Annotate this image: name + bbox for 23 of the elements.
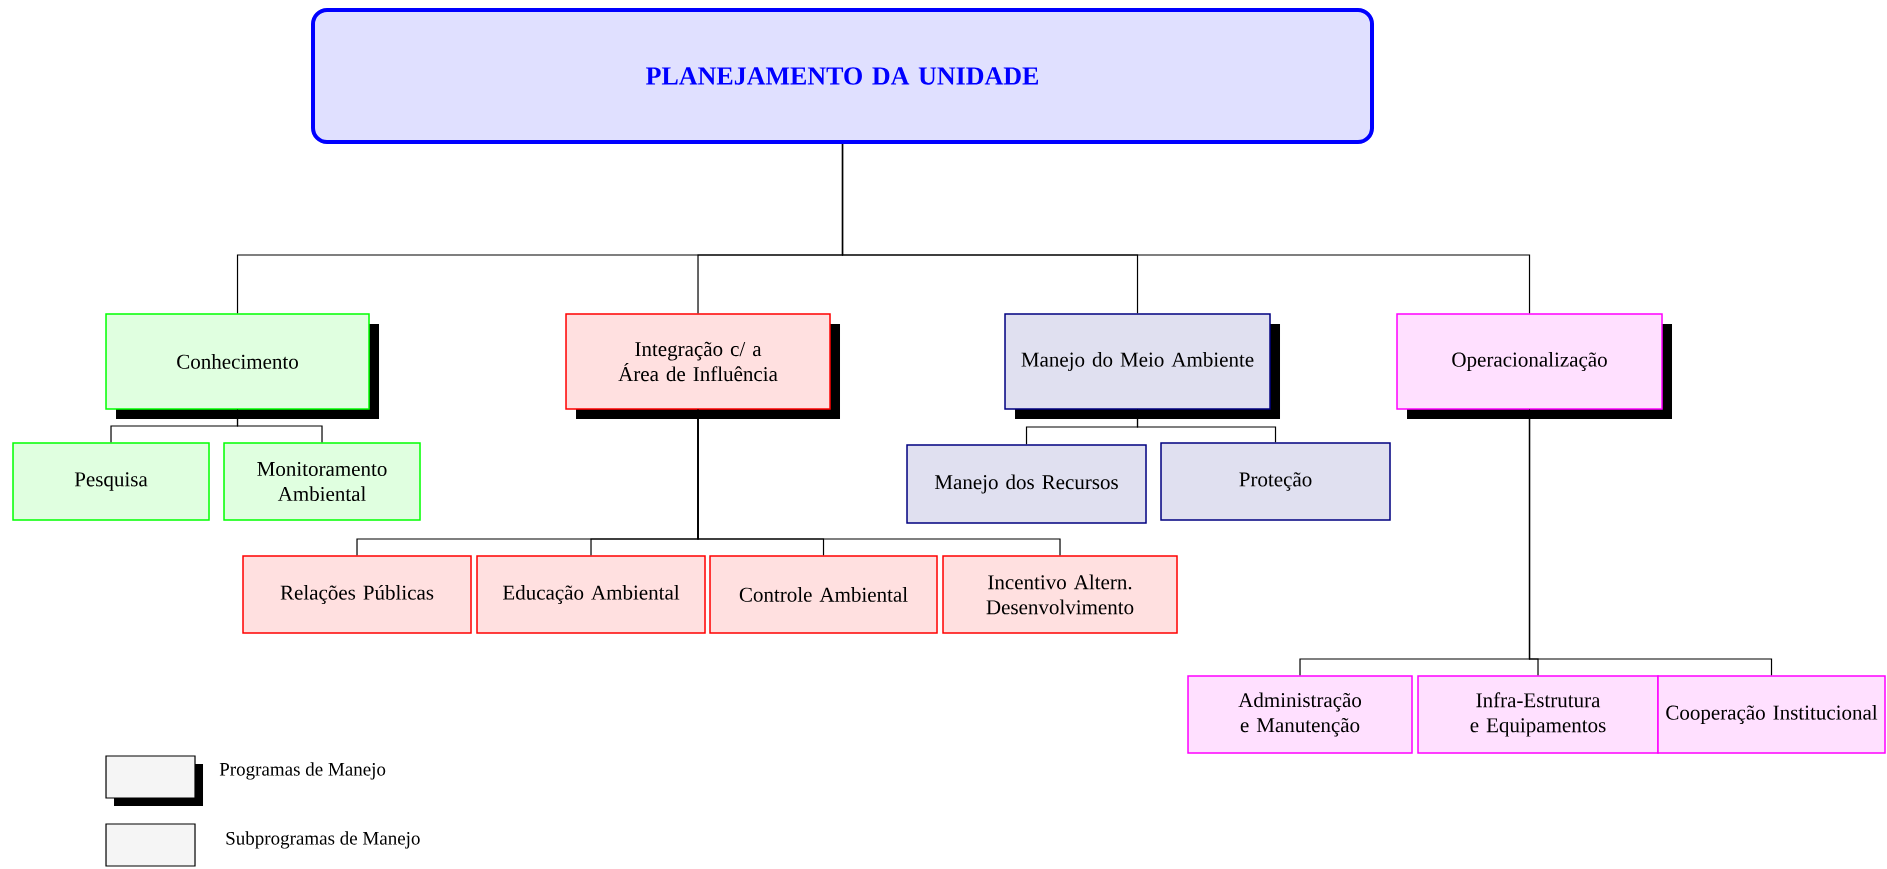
legend-item: Subprogramas de Manejo bbox=[105, 823, 420, 867]
subprogram-box: Controle Ambiental bbox=[709, 555, 938, 634]
connector bbox=[1528, 409, 1773, 676]
connector bbox=[697, 409, 1061, 556]
subprogram-box: Infra-Estrutura e Equipamentos bbox=[1417, 675, 1659, 754]
connector bbox=[236, 409, 323, 443]
subprogram-box: Cooperação Institucional bbox=[1657, 675, 1886, 754]
program-box: Operacionalização bbox=[1396, 313, 1672, 419]
program-box: Conhecimento bbox=[105, 313, 379, 419]
subprogram-box: Manejo dos Recursos bbox=[906, 444, 1147, 524]
subprogram-box: Incentivo Altern. Desenvolvimento bbox=[942, 555, 1178, 634]
subprogram-box: Relações Públicas bbox=[242, 555, 472, 634]
program-box: Integração c/ a Área de Influência bbox=[565, 313, 840, 419]
connector bbox=[1136, 409, 1277, 443]
subprogram-box: Administração e Manutenção bbox=[1187, 675, 1413, 754]
subprogram-box: Educação Ambiental bbox=[476, 555, 706, 634]
program-box: Manejo do Meio Ambiente bbox=[1004, 313, 1280, 419]
subprogram-box: Monitoramento Ambiental bbox=[223, 442, 421, 521]
legend-item: Programas de Manejo bbox=[105, 755, 386, 806]
subprogram-box: Proteção bbox=[1160, 442, 1391, 521]
subprogram-box: Pesquisa bbox=[12, 442, 210, 521]
title-box: PLANEJAMENTO DA UNIDADE bbox=[311, 8, 1374, 144]
connector bbox=[841, 143, 1531, 314]
